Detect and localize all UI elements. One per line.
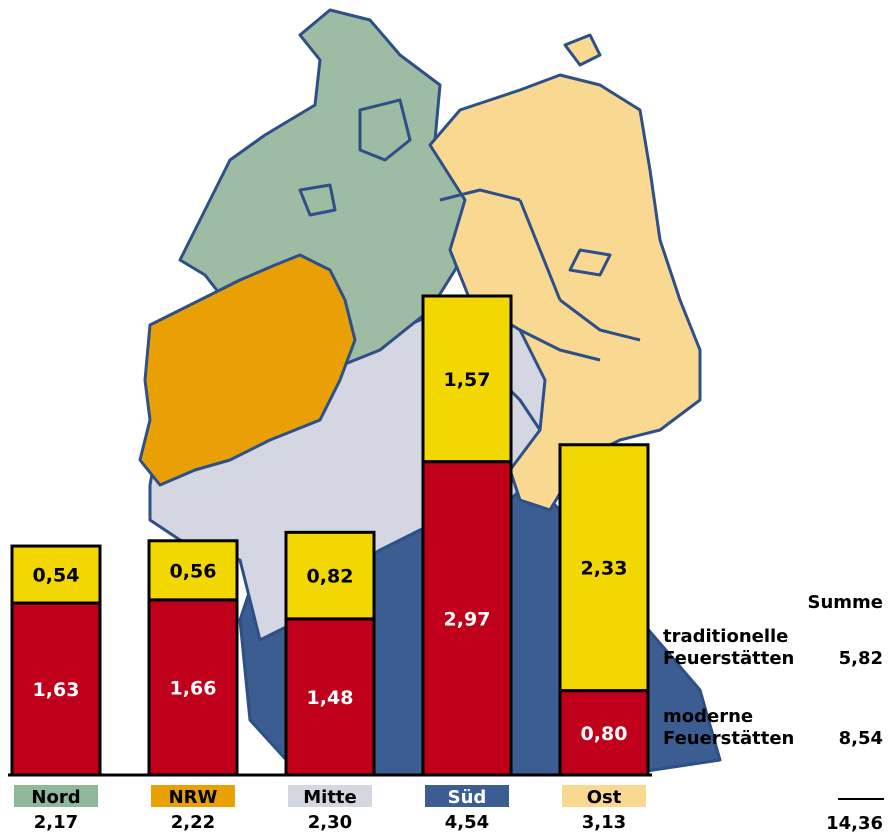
category-totals: 2,17 2,22 2,30 4,54 3,13 [34,812,626,833]
total-süd: 4,54 [445,812,489,833]
map-borders [298,98,641,431]
legend-swatch-mitte [288,785,372,807]
tick-label-ost: Ost [587,787,622,808]
bar-modern-süd [421,460,513,777]
summary-modern-label-line2: Feuerstätten [663,728,794,749]
bar-traditional-mitte [284,530,376,621]
map-island [563,33,602,67]
data-label-modern-süd: 2,97 [444,608,491,630]
bar-traditional-süd [421,294,513,464]
tick-label-süd: Süd [448,787,487,808]
bar-traditional-nrw [147,539,239,602]
summary-modern-value: 8,54 [839,728,883,749]
bar-modern-nord [10,601,102,777]
summary-traditional-label-line2: Feuerstätten [663,648,794,669]
data-label-modern-mitte: 1,48 [307,687,354,709]
total-mitte: 2,30 [308,812,352,833]
legend-swatch-nord [14,785,98,807]
bar-traditional-ost [558,443,650,693]
summary-panel: Summe traditionelle Feuerstätten 5,82 mo… [663,592,884,834]
bar-modern-nrw [147,598,239,777]
data-label-modern-ost: 0,80 [581,723,628,745]
total-ost: 3,13 [582,812,626,833]
summary-traditional-label-line1: traditionelle [663,626,788,647]
data-label-traditional-nord: 0,54 [33,565,80,587]
category-legend: Nord NRW Mitte Süd Ost [14,785,646,808]
legend-swatch-süd [425,785,509,807]
map-region-nrw [138,253,357,487]
data-label-modern-nord: 1,63 [33,679,80,701]
bar-group: 1,63 0,54 1,66 0,56 1,48 0,82 2,97 1,57 0,80 2,33 [10,294,650,777]
summary-heading: Summe [808,592,884,613]
total-nrw: 2,22 [171,812,215,833]
legend-swatch-ost [562,785,646,807]
data-label-traditional-nrw: 0,56 [170,560,217,582]
data-label-traditional-süd: 1,57 [444,369,491,391]
tick-label-nrw: NRW [169,787,218,808]
data-label-modern-nrw: 1,66 [170,677,217,699]
legend-swatch-nrw [151,785,235,807]
bar-traditional-nord [10,544,102,605]
data-label-traditional-mitte: 0,82 [307,566,354,588]
tick-label-nord: Nord [31,787,80,808]
tick-label-mitte: Mitte [303,787,357,808]
summary-modern-label-line1: moderne [663,706,753,727]
data-label-traditional-ost: 2,33 [581,558,628,580]
bar-modern-ost [558,689,650,777]
summary-total-value: 14,36 [826,813,883,834]
summary-traditional-value: 5,82 [839,648,883,669]
total-nord: 2,17 [34,812,78,833]
